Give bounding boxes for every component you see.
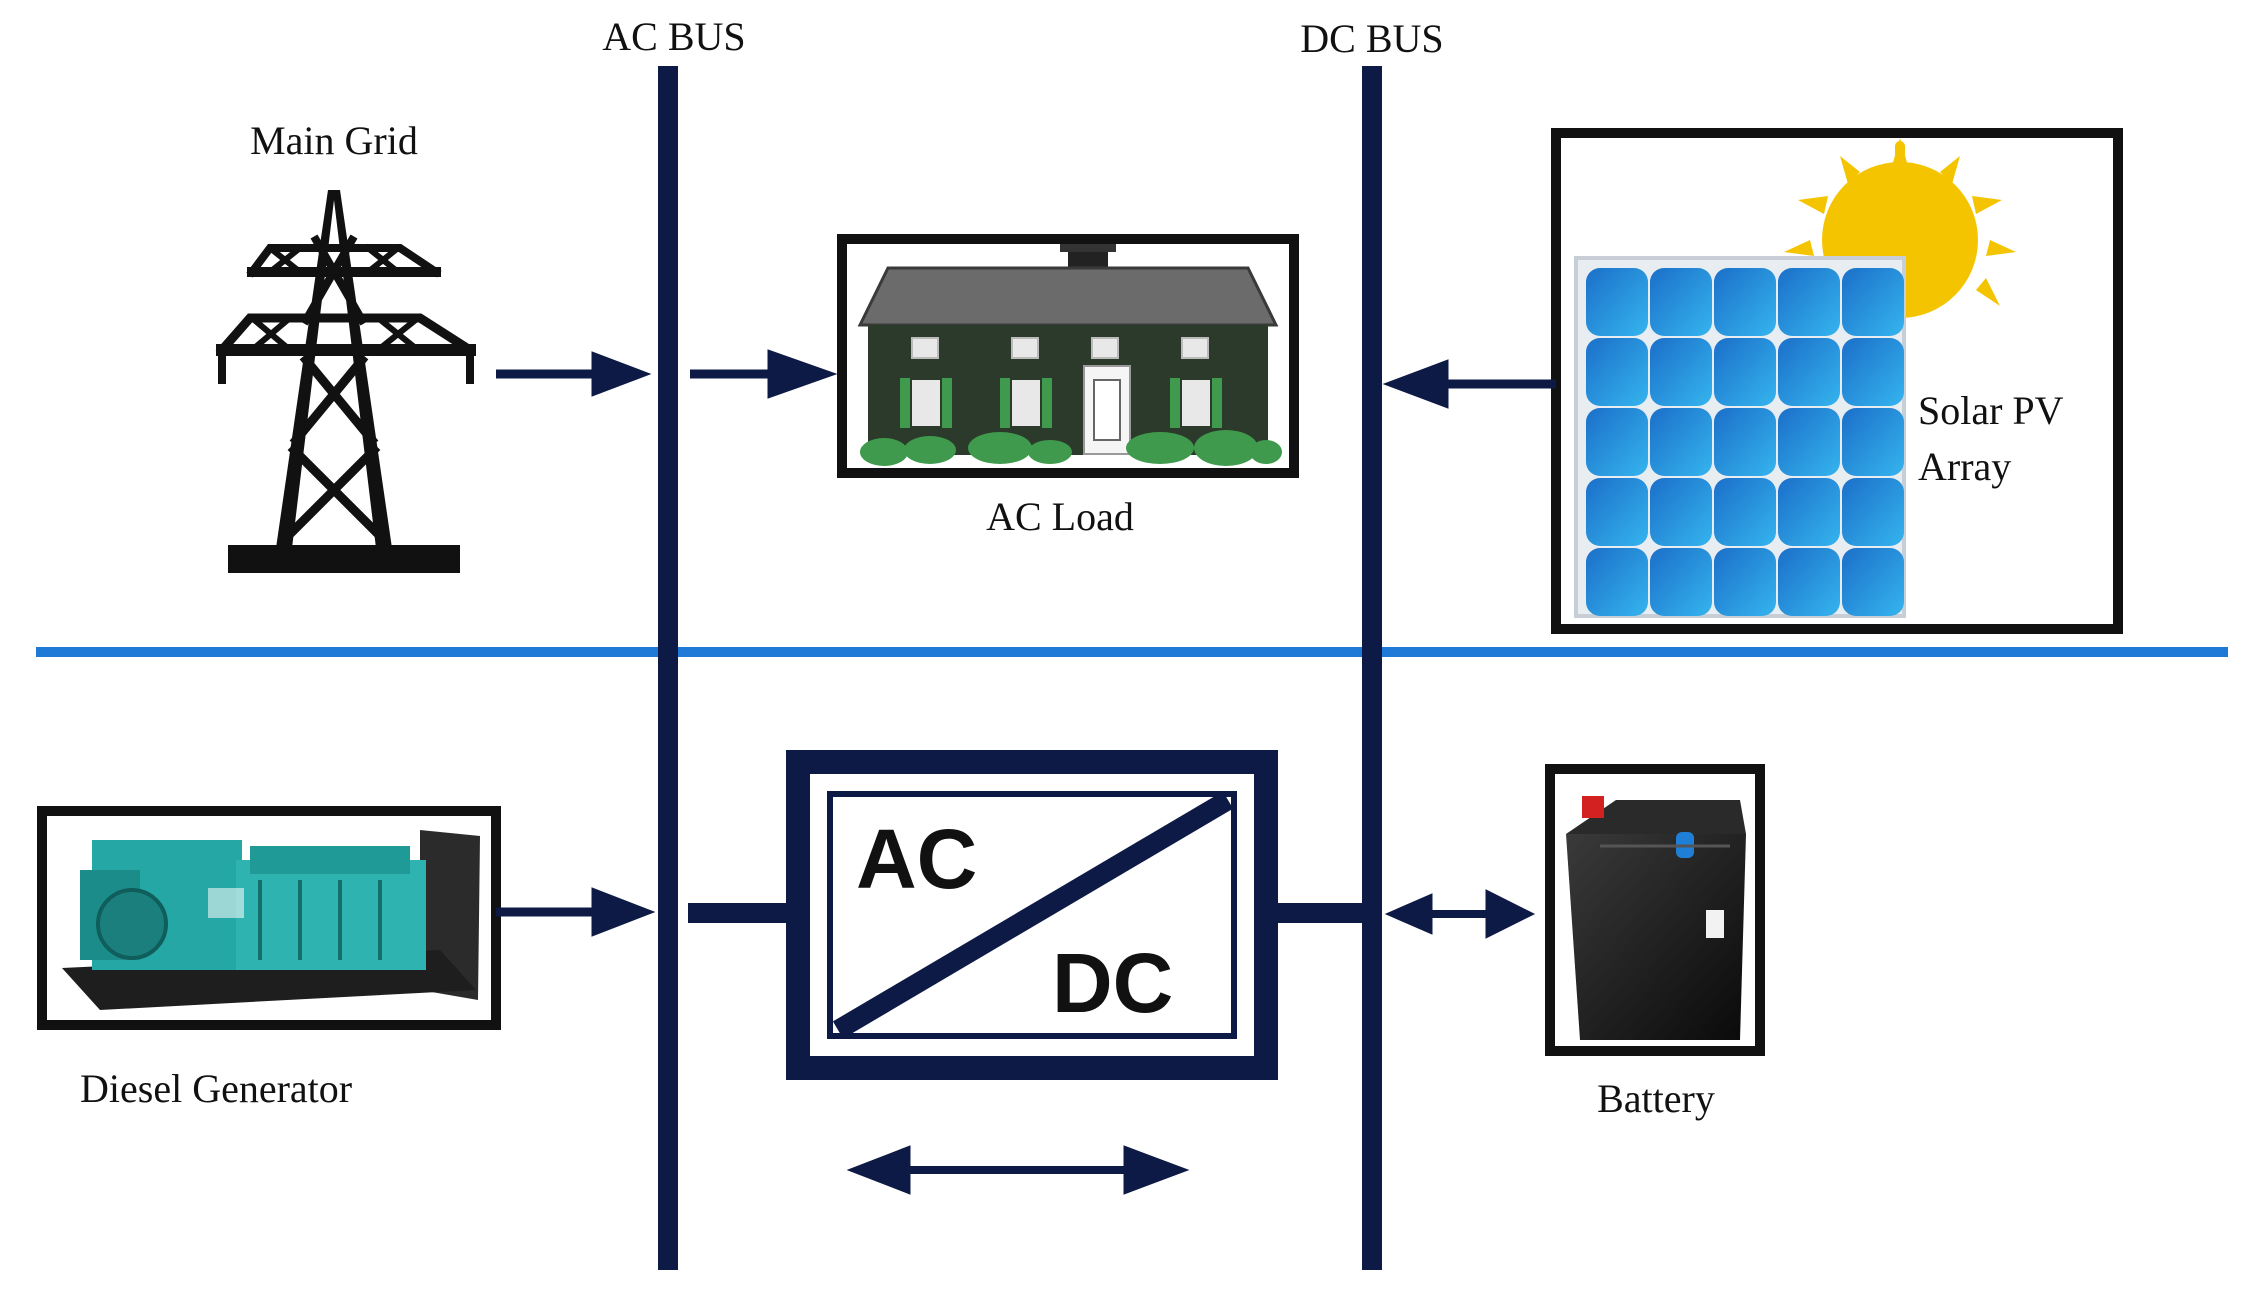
solar-pv-label-line2: Array	[1918, 444, 2011, 489]
solar-cell	[1714, 548, 1776, 616]
bidirectional-arrow-battery	[1384, 889, 1536, 939]
solar-pv-label-line1: Solar PV	[1918, 388, 2064, 433]
ac-bus-to-converter-link	[688, 903, 792, 923]
converter-ac-label: AC	[856, 812, 977, 906]
solar-cell	[1842, 268, 1904, 336]
ac-bus-label: AC BUS	[602, 14, 745, 59]
solar-cell	[1842, 478, 1904, 546]
solar-panel-icon	[1574, 256, 1906, 618]
dc-bus-line	[1362, 66, 1382, 1270]
arrow-ac-bus-to-load	[690, 349, 838, 399]
arrow-generator-to-ac-bus	[496, 887, 656, 937]
solar-cell	[1650, 268, 1712, 336]
converter-dc-label: DC	[1052, 936, 1173, 1030]
dc-bus-label: DC BUS	[1300, 16, 1443, 61]
battery-icon	[1566, 796, 1746, 1040]
arrow-grid-to-ac-bus	[496, 351, 652, 397]
solar-cell	[1650, 478, 1712, 546]
solar-cell	[1586, 268, 1648, 336]
solar-cell	[1714, 338, 1776, 406]
solar-cell	[1778, 408, 1840, 476]
bidirectional-arrow-converter	[846, 1145, 1190, 1195]
solar-cell	[1650, 408, 1712, 476]
arrow-pv-to-dc-bus	[1382, 359, 1556, 409]
diesel-generator-label: Diesel Generator	[80, 1066, 352, 1111]
solar-cell	[1586, 338, 1648, 406]
solar-cell	[1778, 478, 1840, 546]
ac-bus-line	[658, 66, 678, 1270]
solar-cell	[1714, 478, 1776, 546]
solar-cell	[1842, 408, 1904, 476]
converter-to-dc-bus-link	[1272, 903, 1364, 923]
ac-load-label: AC Load	[986, 494, 1134, 539]
transmission-tower-icon	[215, 190, 477, 573]
solar-cell	[1714, 268, 1776, 336]
house-icon	[857, 244, 1282, 466]
diesel-generator-icon	[62, 830, 480, 1010]
main-grid-label: Main Grid	[250, 118, 418, 163]
solar-cell	[1586, 408, 1648, 476]
solar-cell	[1714, 408, 1776, 476]
ac-dc-converter: AC DC	[786, 750, 1278, 1080]
solar-cell	[1778, 268, 1840, 336]
battery-label: Battery	[1597, 1076, 1715, 1121]
solar-cell	[1842, 548, 1904, 616]
solar-cell	[1842, 338, 1904, 406]
horizontal-divider	[36, 647, 2228, 657]
solar-cell	[1650, 338, 1712, 406]
solar-cell	[1586, 548, 1648, 616]
solar-cell	[1650, 548, 1712, 616]
solar-cell	[1778, 548, 1840, 616]
solar-cell	[1586, 478, 1648, 546]
solar-cell	[1778, 338, 1840, 406]
